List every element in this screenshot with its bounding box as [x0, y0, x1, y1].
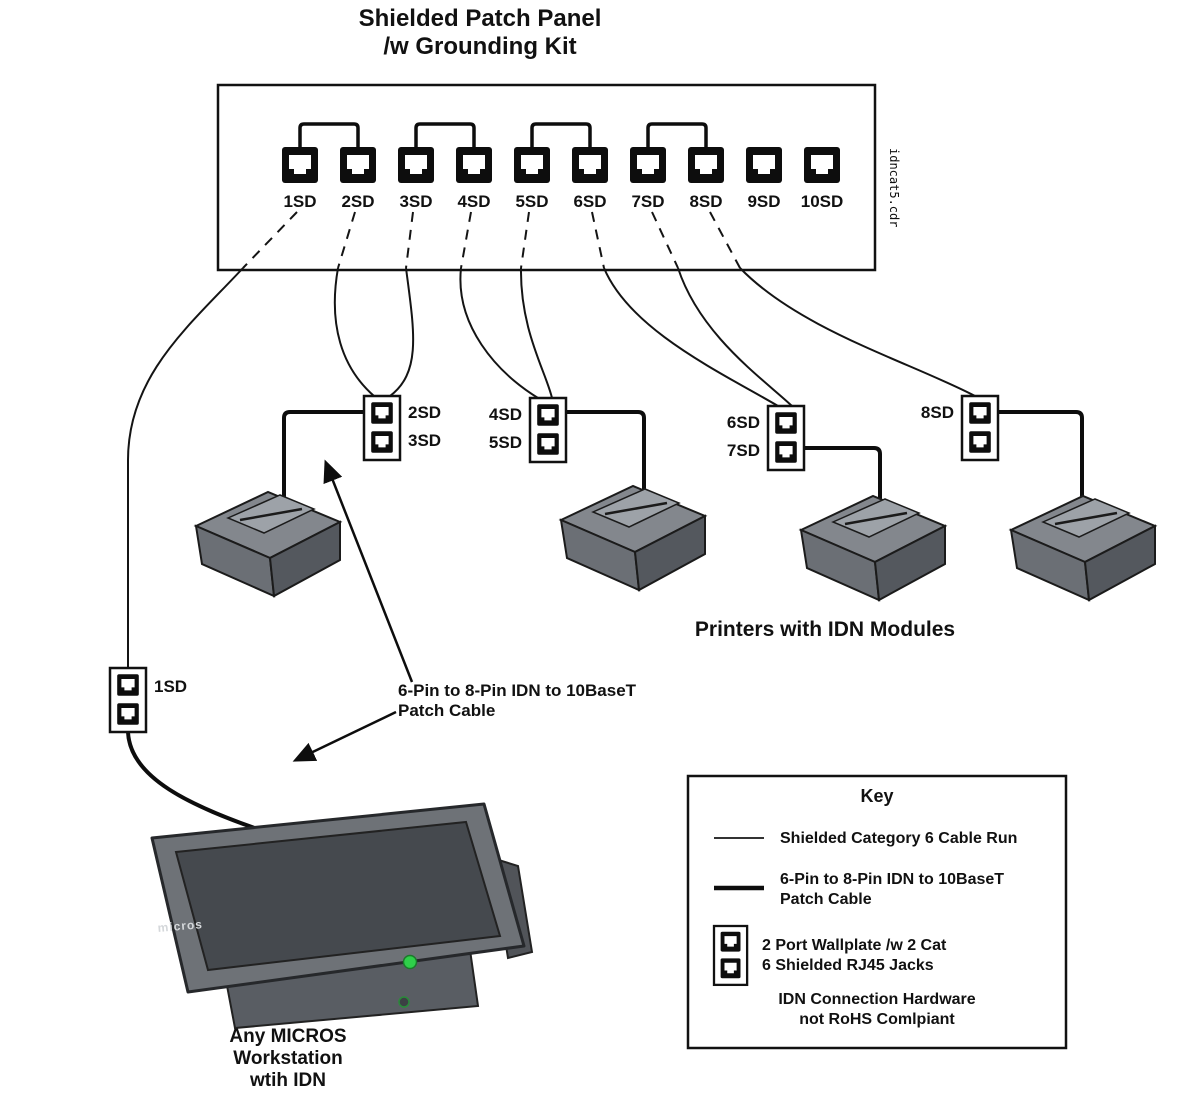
- jack-label: 4SD: [457, 192, 490, 211]
- workstation-caption-line3: wtih IDN: [249, 1070, 326, 1091]
- cat6-run-4sd: [459, 267, 539, 399]
- cat6-run-3sd: [389, 267, 415, 397]
- wallplate-label: 3SD: [408, 431, 441, 450]
- wallplate-label: 7SD: [727, 441, 760, 460]
- patch-cable-note-line1: 6-Pin to 8-Pin IDN to 10BaseT: [398, 681, 637, 700]
- wallplate-label: 4SD: [489, 405, 522, 424]
- jack-label: 7SD: [631, 192, 664, 211]
- rj45-jack-10sd: [804, 147, 840, 183]
- jack-label: 6SD: [573, 192, 606, 211]
- idn-patch-cable-printer2: [566, 410, 646, 505]
- power-led: [402, 954, 418, 970]
- watermark-text: idncat5.cdr: [887, 148, 901, 227]
- legend-thick-line-label1: 6-Pin to 8-Pin IDN to 10BaseT: [780, 871, 1004, 888]
- cat6-run-1sd: [127, 267, 244, 668]
- cat6-run-6sd: [603, 267, 779, 407]
- wallplate-label: 8SD: [921, 403, 954, 422]
- jack-pair-cable-3-4: [414, 122, 476, 150]
- cat6-run-dashed-2: [337, 211, 356, 269]
- annotation-arrow-down: [292, 710, 397, 762]
- wallplate-8sd: [962, 396, 998, 460]
- wallplate-1sd: [110, 668, 146, 732]
- legend: Key Shielded Category 6 Cable Run 6-Pin …: [686, 774, 1068, 1050]
- annotation-arrow-up: [323, 459, 414, 683]
- printer-2: [559, 484, 707, 592]
- stand-button: [398, 996, 410, 1008]
- diagram-title-line1: Shielded Patch Panel: [359, 5, 602, 32]
- patch-cable-note-line2: Patch Cable: [398, 701, 495, 720]
- jack-label: 9SD: [747, 192, 780, 211]
- cat6-run-dashed-3: [405, 211, 414, 269]
- printer-3: [799, 494, 947, 602]
- printer-1: [194, 490, 342, 598]
- rj45-jack-1sd: [282, 147, 318, 183]
- jack-pair-cable-5-6: [530, 122, 592, 150]
- printer-4: [1009, 494, 1157, 602]
- wallplate-label: 6SD: [727, 413, 760, 432]
- workstation-caption-line2: Workstation: [233, 1048, 342, 1069]
- legend-box: [686, 774, 1068, 1050]
- cat6-run-dashed-8: [709, 211, 741, 269]
- idn-patch-cable-printer4: [998, 410, 1084, 515]
- jack-label: 2SD: [341, 192, 374, 211]
- patch-panel-box: [216, 83, 877, 272]
- rj45-jack-7sd: [630, 147, 666, 183]
- legend-note-line2: not RoHS Comlpiant: [799, 1011, 955, 1028]
- jack-label: 8SD: [689, 192, 722, 211]
- legend-note-line1: IDN Connection Hardware: [778, 991, 975, 1008]
- jack-label: 10SD: [801, 192, 844, 211]
- jack-label: 1SD: [283, 192, 316, 211]
- diagram-title-line2: /w Grounding Kit: [383, 33, 576, 60]
- legend-thin-line-label: Shielded Category 6 Cable Run: [780, 830, 1017, 847]
- cat6-run-5sd: [519, 267, 553, 399]
- rj45-jack-6sd: [572, 147, 608, 183]
- micros-logo: micros: [157, 917, 203, 935]
- idn-patch-cable-printer3: [804, 446, 882, 515]
- jack-pair-cable-7-8: [646, 122, 708, 150]
- legend-thick-line-label2: Patch Cable: [780, 891, 872, 908]
- wallplate-label: 1SD: [154, 677, 187, 696]
- workstation-caption-line1: Any MICROS: [229, 1026, 346, 1047]
- rj45-jack-3sd: [398, 147, 434, 183]
- rj45-jack-9sd: [746, 147, 782, 183]
- micros-workstation: micros: [150, 802, 534, 1030]
- jack-label: 3SD: [399, 192, 432, 211]
- idn-patch-cable-workstation: [126, 731, 267, 834]
- cat6-run-8sd: [739, 267, 976, 397]
- cat6-run-7sd: [677, 267, 793, 407]
- cat6-run-2sd: [333, 267, 375, 397]
- idn-patch-cable-printer1: [282, 410, 364, 505]
- cat6-run-dashed-6: [591, 211, 605, 269]
- legend-title: Key: [860, 786, 893, 806]
- legend-wallplate-icon: [714, 926, 747, 985]
- rj45-jack-8sd: [688, 147, 724, 183]
- printers-caption: Printers with IDN Modules: [695, 618, 955, 641]
- workstation-screen: [174, 820, 502, 972]
- wallplate-label: 5SD: [489, 433, 522, 452]
- jack-label: 5SD: [515, 192, 548, 211]
- rj45-jack-5sd: [514, 147, 550, 183]
- cat6-run-dashed-7: [651, 211, 679, 269]
- wallplate-6sd-7sd: [768, 406, 804, 470]
- legend-wallplate-label2: 6 Shielded RJ45 Jacks: [762, 957, 934, 974]
- wallplate-label: 2SD: [408, 403, 441, 422]
- cat6-run-dashed-5: [520, 211, 530, 269]
- rj45-jack-2sd: [340, 147, 376, 183]
- wallplate-2sd-3sd: [364, 396, 400, 460]
- rj45-jack-4sd: [456, 147, 492, 183]
- jack-pair-cable-1-2: [298, 122, 360, 150]
- cat6-run-dashed-4: [460, 211, 472, 269]
- cat6-run-dashed-1: [242, 211, 298, 269]
- legend-wallplate-label1: 2 Port Wallplate /w 2 Cat: [762, 937, 947, 954]
- wallplate-4sd-5sd: [530, 398, 566, 462]
